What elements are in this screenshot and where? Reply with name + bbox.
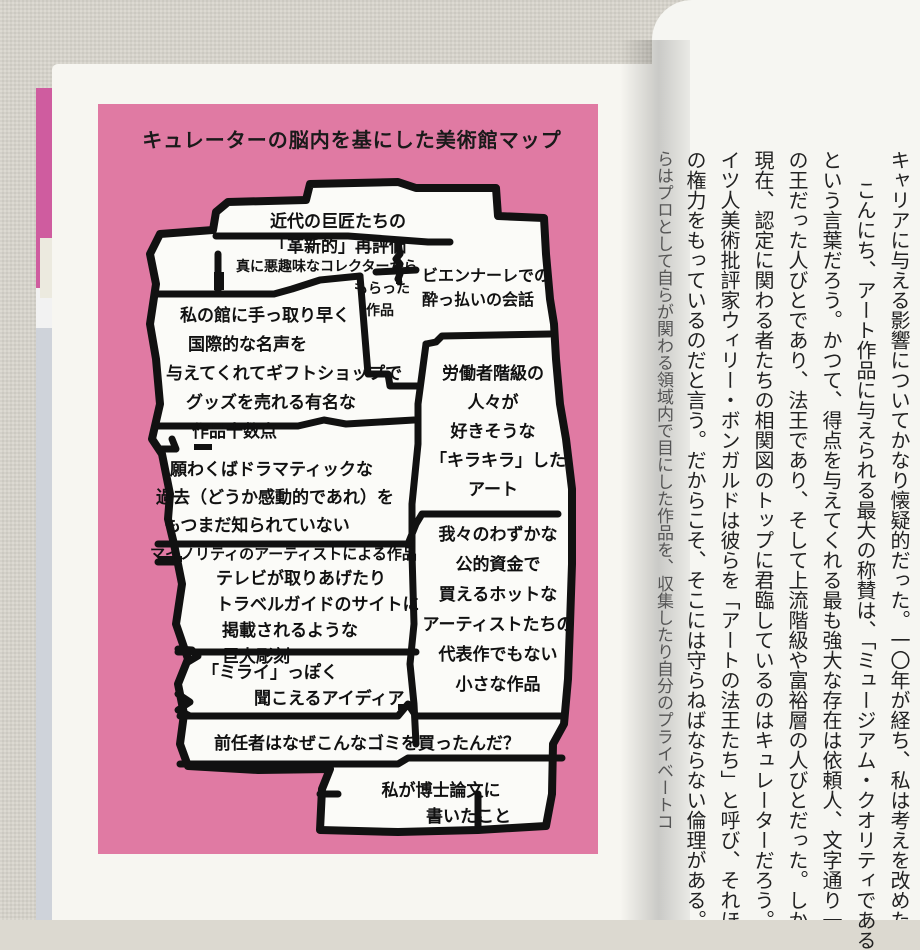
museum-floor-plan [146,178,576,836]
text-column-2: こんにち、アート作品に与えられる最大の称賛は、「ミュージアム・クオリティである」 [853,180,877,950]
room-future-ideas: 「ミライ」っぽく 聞こえるアイディア [202,663,405,709]
text-column-8: らはプロとして自らが関わる領域内で目にした作品を、収集したり自分のプライベートコ [653,150,673,830]
text-column-5: 現在、認定に関わる者たちの相関図のトップに君臨しているのはキュレーターだろう。ド [751,150,775,920]
room-famous-works: 私の館に手っ取り早く 国際的な名声を 与えてくれてギフトショップで グッズを売れ… [166,306,403,442]
floor-plan-doors [158,270,416,710]
room-biennale-talk: ビエンナーレでの 酔っ払いの会話 [422,266,551,309]
right-page [652,0,920,920]
floor-plan-outline [146,178,576,836]
text-column-6: イツ人美術批評家ウィリー・ボンガルドは彼らを「アートの法王たち」と呼び、それほど [717,150,741,920]
page-gutter-shadow [620,40,690,920]
room-predecessor-junk: 前任者はなぜこんなゴミを買ったんだ？ [214,734,520,754]
room-minority-artists: 願わくばドラマティックな 過去（どうか感動的であれ）を もつまだ知られていない … [150,460,417,563]
text-column-4: の王だった人びとであり、法王であり、そして上流階級や富裕層の人びとだった。しかし [785,150,809,920]
room-bad-taste-collector: 真に悪趣味なコレクターから もらった 作品 [236,259,418,319]
room-hot-artists-small-works: 我々のわずかな 公的資金で 買えるホットな アーティストたちの 代表作でもない … [422,525,574,695]
room-phd-thesis: 私が博士論文に 書いたこと [381,781,512,827]
text-column-1: キャリアに与える影響についてかなり懐疑的だった。一〇年が経ち、私は考えを改めた。 [887,150,911,920]
room-modern-masters: 近代の巨匠たちの 「革新的」再評価 [270,212,406,257]
book-spine-edge [36,88,56,920]
room-working-class-art: 労働者階級の 人々が 好きそうな 「キラキラ」した アート [430,364,566,500]
map-title: キュレーターの脳内を基にした美術館マップ [142,128,562,152]
text-column-3: という言葉だろう。かつて、得点を与えてくれる最も強大な存在は依頼人、文字通り一国 [819,150,843,920]
text-column-7: の権力をもっているのだと言う。だからこそ、そこには守らねばならない倫理がある。彼 [683,150,707,920]
room-giant-sculpture: テレビが取りあげたり トラベルガイドのサイトに 掲載されるような 巨大彫刻 [216,569,420,667]
